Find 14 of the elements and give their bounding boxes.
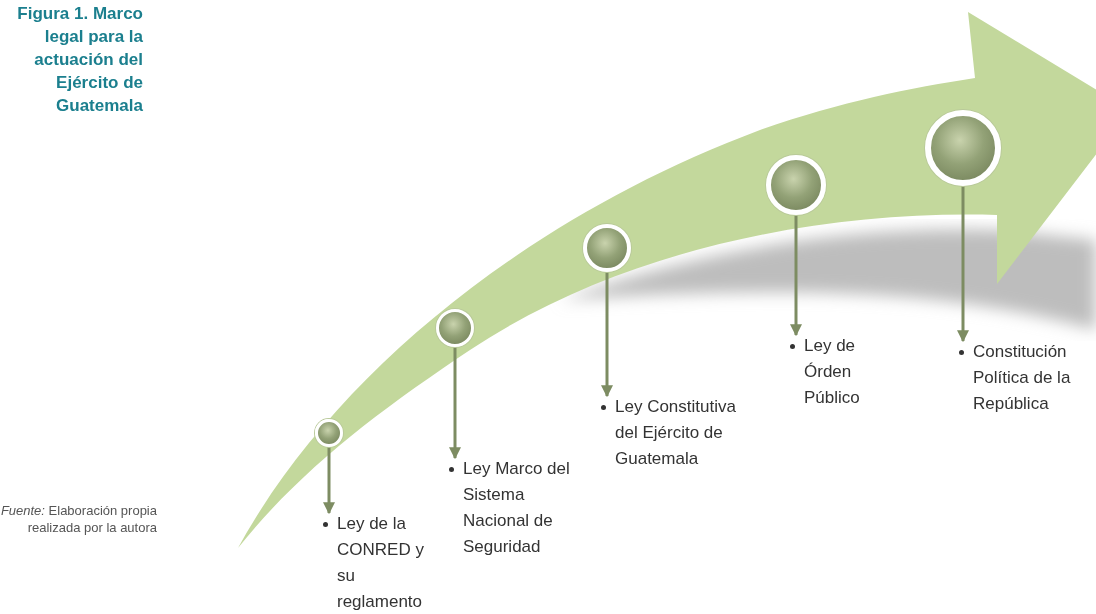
circle-marker: [436, 309, 474, 347]
arrow: [601, 272, 613, 398]
law-label: Ley Marco del Sistema Nacional de Seguridad: [463, 458, 571, 558]
figure-title: Figura 1. Marco legal para la actuación del Ejército de Guatemala: [16, 3, 143, 117]
law-label: Ley Constitutiva del Ejército de Guatemala: [615, 396, 737, 470]
arrow: [323, 447, 335, 515]
arrow: [449, 347, 461, 460]
arrow: [790, 215, 802, 337]
circle-marker: [315, 419, 343, 447]
source-note: Fuente: Elaboración propia realizada por la autora: [0, 502, 157, 536]
arrow: [957, 186, 969, 343]
law-label: Constitución Política de la República: [973, 341, 1072, 415]
law-label: Ley de la CONRED y su reglamento: [337, 513, 425, 613]
law-label: Ley de Órden Público: [804, 335, 860, 409]
